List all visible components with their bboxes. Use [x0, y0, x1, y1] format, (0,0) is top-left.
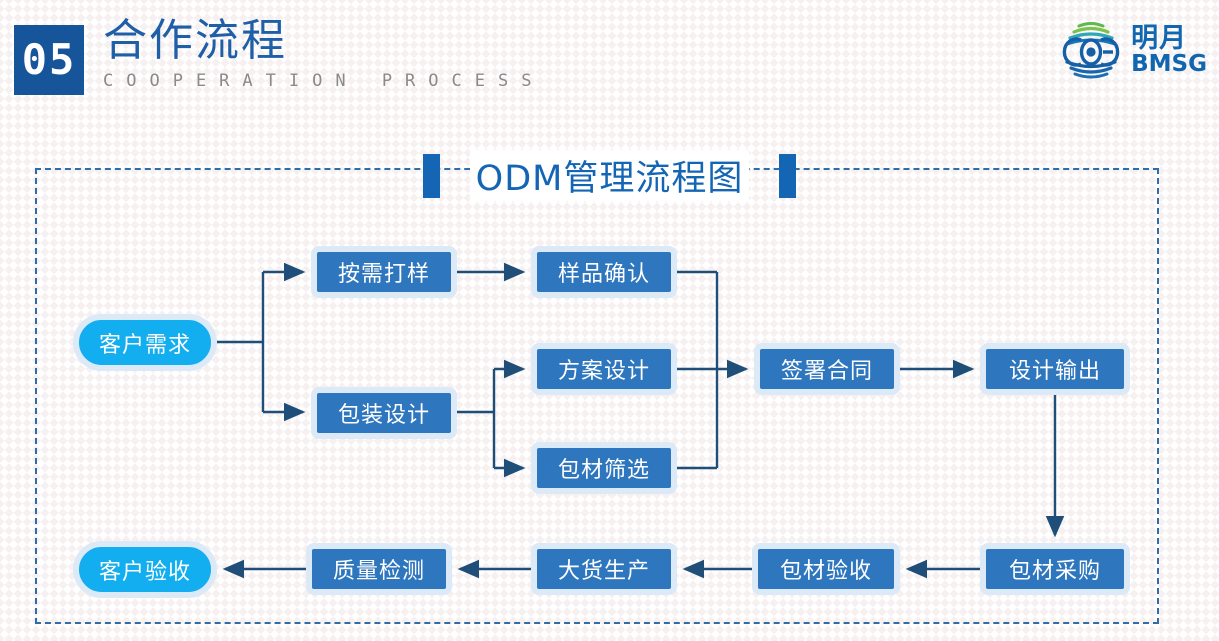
flow-node-label: 方案设计: [557, 359, 650, 384]
flow-node-customer-demand[interactable]: 客户需求: [73, 314, 217, 371]
flow-node-label: 设计输出: [1008, 359, 1101, 384]
section-number-badge: 05: [14, 25, 84, 95]
flow-node-label: 客户需求: [98, 332, 191, 358]
flow-node-label: 包材验收: [779, 559, 872, 584]
flow-node-label: 样品确认: [557, 262, 650, 287]
page-subtitle: COOPERATION PROCESS: [103, 70, 545, 91]
flow-node-label: 大货生产: [557, 559, 650, 584]
flow-node-label: 包材采购: [1008, 559, 1101, 584]
page-title: 合作流程: [103, 15, 287, 66]
flow-node-label: 包材筛选: [557, 458, 650, 483]
flow-node-material-purchase[interactable]: 包材采购: [980, 543, 1130, 595]
flow-node-label: 客户验收: [98, 559, 191, 585]
globe-emblem-icon: [1062, 22, 1120, 79]
brand-name-cn: 明月: [1131, 22, 1188, 54]
flow-node-label: 包装设计: [337, 403, 430, 428]
flow-node-quality-check[interactable]: 质量检测: [306, 543, 452, 595]
flow-node-plan-design[interactable]: 方案设计: [531, 343, 677, 395]
section-header: 合作流程 COOPERATION PROCESS: [103, 15, 545, 91]
flow-node-label: 按需打样: [337, 262, 430, 287]
brand-wordmark: 明月 BMSG: [1131, 25, 1207, 76]
flow-node-sample-confirm[interactable]: 样品确认: [531, 246, 677, 298]
flow-node-sampling[interactable]: 按需打样: [311, 246, 457, 298]
flow-node-label: 质量检测: [332, 559, 425, 584]
flow-node-sign-contract[interactable]: 签署合同: [754, 343, 900, 395]
flow-node-material-accept[interactable]: 包材验收: [752, 543, 900, 595]
flow-node-material-select[interactable]: 包材筛选: [531, 442, 677, 494]
flow-node-mass-production[interactable]: 大货生产: [531, 543, 677, 595]
flow-node-design-output[interactable]: 设计输出: [980, 343, 1130, 395]
flow-node-label: 签署合同: [780, 359, 873, 384]
logo-center-dot: [1086, 47, 1096, 57]
flow-node-package-design[interactable]: 包装设计: [311, 387, 457, 439]
brand-name-en: BMSG: [1131, 50, 1207, 77]
brand-logo: 明月 BMSG: [1027, 14, 1207, 86]
flow-node-customer-accept[interactable]: 客户验收: [73, 541, 217, 598]
